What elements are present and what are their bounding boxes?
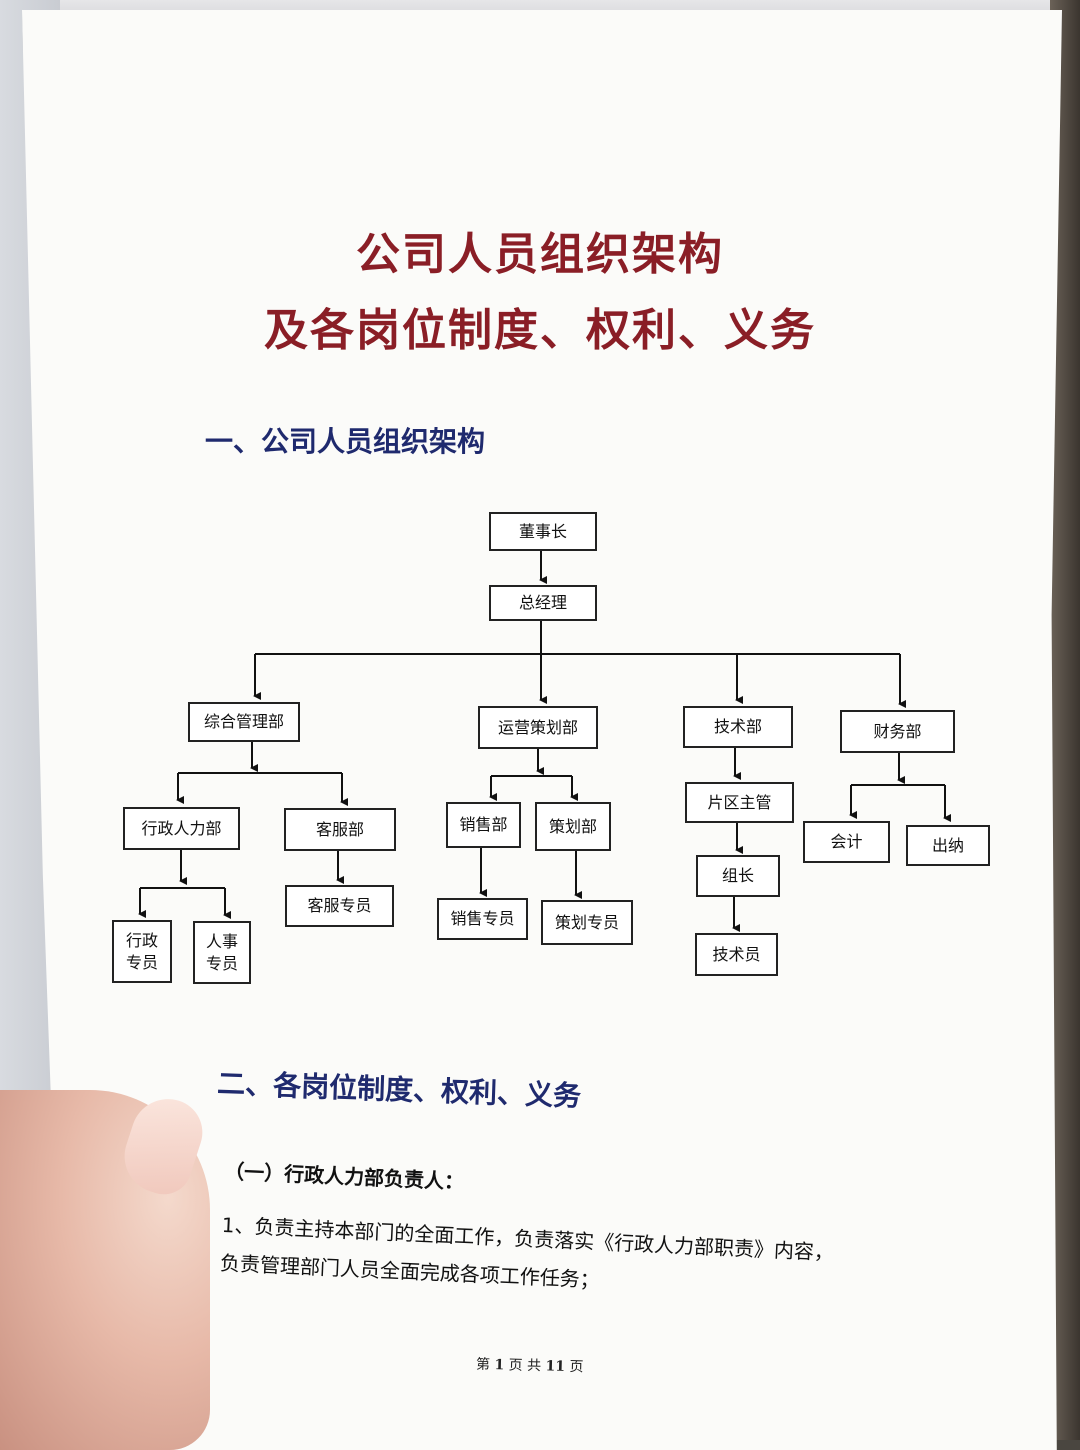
org-node-admin-hr-dept: 行政人力部 <box>123 807 240 850</box>
document-title-line1: 公司人员组织架构 <box>356 229 724 280</box>
org-node-general-manager: 总经理 <box>489 585 597 621</box>
document-title-line2: 及各岗位制度、权利、义务 <box>264 305 816 356</box>
section1-heading: 一、公司人员组织架构 <box>205 425 486 458</box>
org-node-planning-staff: 策划专员 <box>541 900 633 945</box>
org-node-chairman: 董事长 <box>489 512 597 551</box>
org-node-hr-staff: 人事 专员 <box>193 921 251 984</box>
org-node-accounting: 会计 <box>803 821 890 863</box>
org-node-operations-dept: 运营策划部 <box>478 706 598 749</box>
footer-mid: 页 共 <box>508 1357 542 1375</box>
org-node-customer-service-staff: 客服专员 <box>285 885 394 927</box>
footer-suffix: 页 <box>569 1359 584 1376</box>
footer-page-number: 1 <box>494 1357 505 1374</box>
org-node-admin-staff: 行政 专员 <box>112 920 172 983</box>
footer-prefix: 第 <box>475 1356 491 1373</box>
org-node-planning-dept: 策划部 <box>535 802 611 851</box>
org-node-finance-dept: 财务部 <box>840 710 955 753</box>
org-node-sales-staff: 销售专员 <box>437 898 528 940</box>
page-footer: 第 1 页 共 11 页 <box>476 1354 584 1377</box>
org-node-sales-dept: 销售部 <box>446 802 521 848</box>
org-node-cashier: 出纳 <box>906 825 990 866</box>
footer-total-pages: 11 <box>545 1358 566 1375</box>
org-node-area-manager: 片区主管 <box>685 782 794 823</box>
org-node-team-leader: 组长 <box>696 855 780 897</box>
org-node-tech-dept: 技术部 <box>683 706 793 748</box>
org-node-general-admin-dept: 综合管理部 <box>188 702 300 742</box>
org-node-customer-service-dept: 客服部 <box>284 808 396 851</box>
org-node-technician: 技术员 <box>695 933 778 976</box>
